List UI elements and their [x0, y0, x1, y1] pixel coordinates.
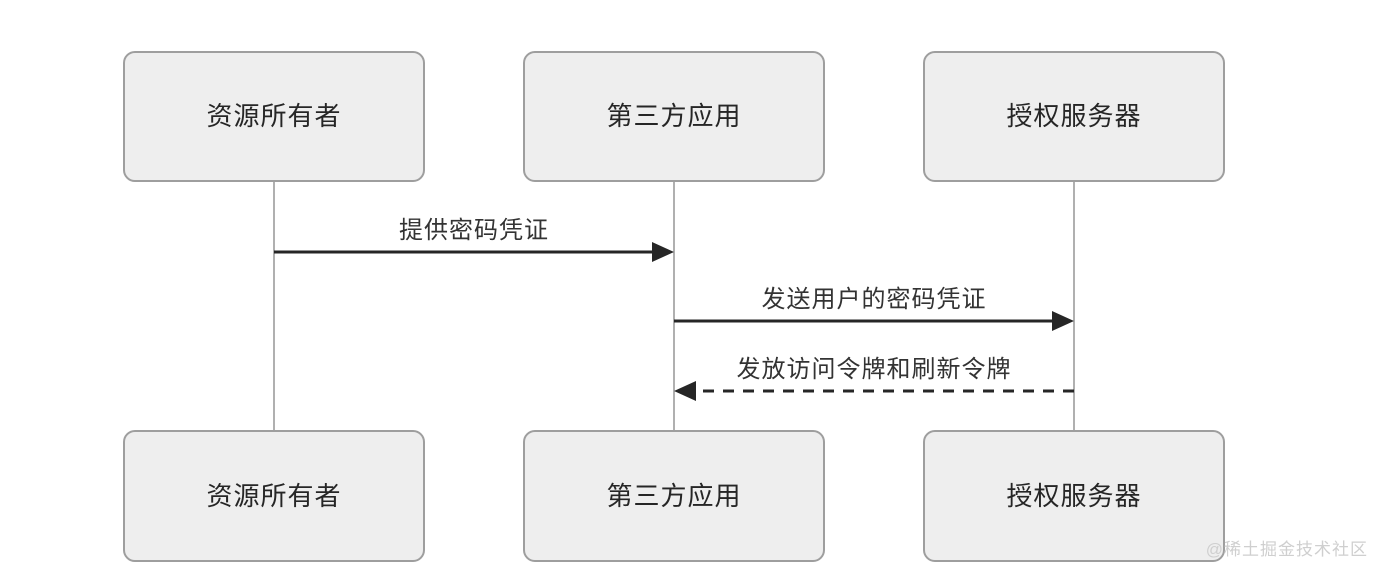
lifelines-layer — [273, 181, 1075, 431]
message-arrowhead-right-send-user-password-credentials — [1052, 311, 1074, 331]
message-provide-password-credentials[interactable]: 提供密码凭证 — [274, 217, 674, 262]
message-arrowhead-left-issue-access-and-refresh-token — [674, 381, 696, 401]
participant-bottom-resource-owner[interactable]: 资源所有者 — [123, 430, 425, 562]
participant-label-top-third-party-app: 第三方应用 — [606, 101, 741, 131]
message-label-send-user-password-credentials: 发送用户的密码凭证 — [762, 286, 987, 313]
participant-box-bottom-third-party-app[interactable] — [523, 430, 825, 562]
participant-label-bottom-resource-owner: 资源所有者 — [206, 481, 341, 511]
message-issue-access-and-refresh-token[interactable]: 发放访问令牌和刷新令牌 — [674, 356, 1074, 401]
participant-box-top-authorization-server[interactable] — [923, 51, 1225, 182]
participant-label-bottom-third-party-app: 第三方应用 — [606, 481, 741, 511]
participant-bottom-third-party-app[interactable]: 第三方应用 — [523, 430, 825, 562]
participant-top-third-party-app[interactable]: 第三方应用 — [523, 51, 825, 182]
participant-box-bottom-resource-owner[interactable] — [123, 430, 425, 562]
messages-layer: 提供密码凭证 发送用户的密码凭证 发放访问令牌和刷新令牌 — [274, 217, 1074, 401]
message-send-user-password-credentials[interactable]: 发送用户的密码凭证 — [674, 286, 1074, 331]
participant-label-top-resource-owner: 资源所有者 — [206, 101, 341, 131]
participants-top-layer: 资源所有者 第三方应用 授权服务器 — [123, 51, 1225, 182]
participant-label-bottom-authorization-server: 授权服务器 — [1006, 481, 1141, 511]
participant-label-top-authorization-server: 授权服务器 — [1006, 101, 1141, 131]
participants-bottom-layer: 资源所有者 第三方应用 授权服务器 — [123, 430, 1225, 562]
message-arrowhead-right-provide-password-credentials — [652, 242, 674, 262]
participant-box-top-resource-owner[interactable] — [123, 51, 425, 182]
participant-top-authorization-server[interactable]: 授权服务器 — [923, 51, 1225, 182]
message-label-issue-access-and-refresh-token: 发放访问令牌和刷新令牌 — [737, 356, 1012, 383]
participant-box-bottom-authorization-server[interactable] — [923, 430, 1225, 562]
participant-top-resource-owner[interactable]: 资源所有者 — [123, 51, 425, 182]
message-label-provide-password-credentials: 提供密码凭证 — [399, 217, 549, 244]
participant-box-top-third-party-app[interactable] — [523, 51, 825, 182]
watermark-label: @稀土掘金技术社区 — [1206, 540, 1368, 559]
participant-bottom-authorization-server[interactable]: 授权服务器 — [923, 430, 1225, 562]
